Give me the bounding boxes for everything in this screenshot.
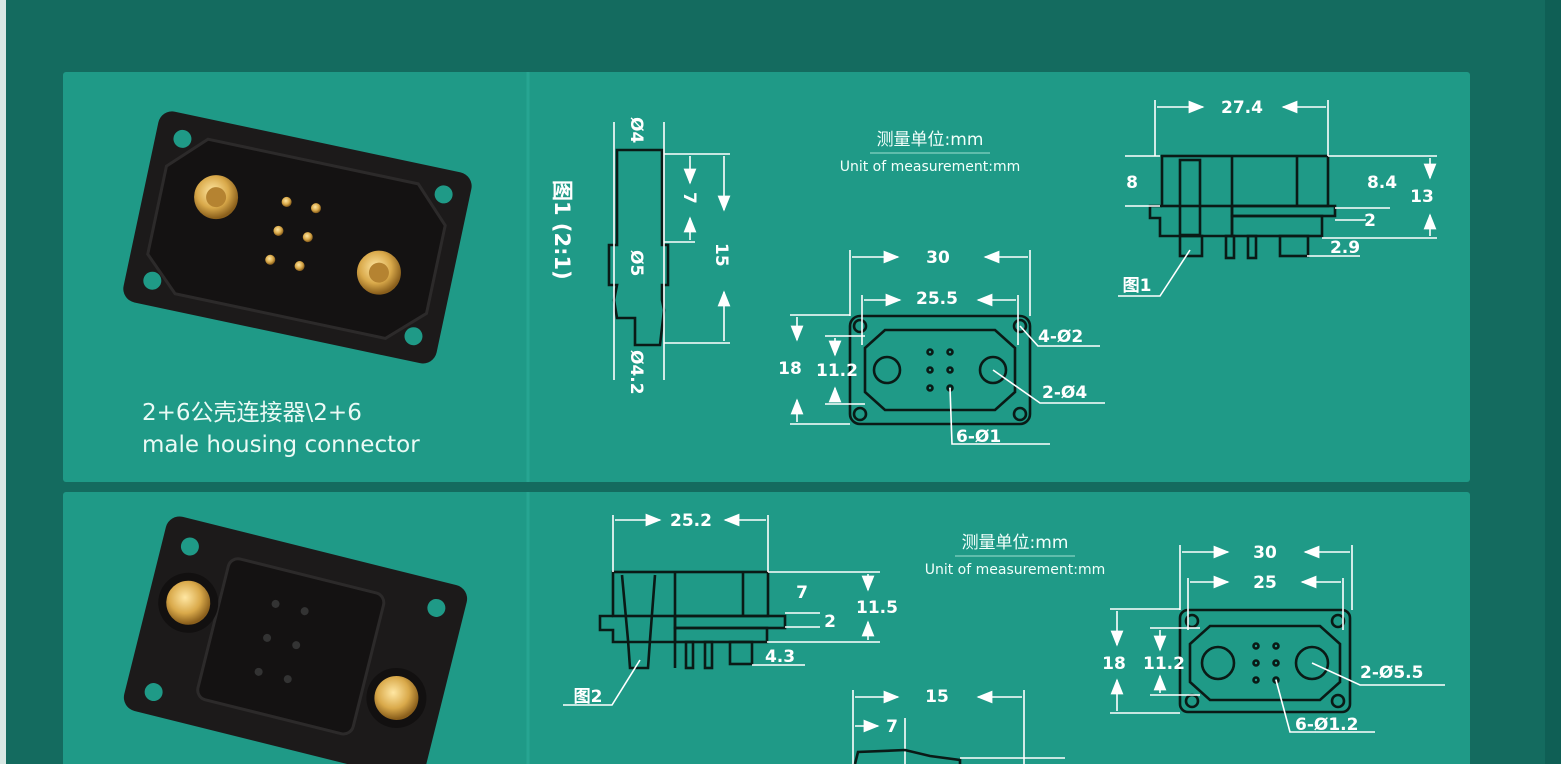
dim-d-top: Ø4 bbox=[626, 117, 646, 143]
dim-len-total: 15 bbox=[925, 687, 949, 707]
dim-width: 25.2 bbox=[670, 511, 712, 531]
dim-width-outer: 30 bbox=[926, 248, 950, 268]
figure-callout: 图1 bbox=[1123, 276, 1152, 296]
connector-photo-female bbox=[123, 516, 468, 764]
dim-upper: 7 bbox=[796, 583, 808, 603]
dim-height-inner: 11.2 bbox=[816, 361, 858, 381]
unit-en: Unit of measurement:mm bbox=[925, 562, 1106, 578]
unit-en: Unit of measurement:mm bbox=[840, 159, 1021, 175]
side-drawing-1: 27.4 8 8.4 13 2 2.9 图1 bbox=[1118, 98, 1437, 297]
figure-title: 图1 (2:1) bbox=[550, 180, 574, 280]
card-product-1: 2+6公壳连接器\2+6 male housing connector Ø4 7… bbox=[63, 72, 1470, 482]
dim-width-inner: 25.5 bbox=[916, 289, 958, 309]
dim-signal-holes: 6-Ø1.2 bbox=[1295, 715, 1358, 735]
dim-len-total: 15 bbox=[711, 243, 731, 267]
dim-len-short: 7 bbox=[679, 192, 699, 204]
dim-width-inner: 25 bbox=[1253, 573, 1277, 593]
right-edge bbox=[1545, 0, 1561, 764]
dim-signal-holes: 6-Ø1 bbox=[956, 427, 1001, 447]
dim-height-inner: 11.2 bbox=[1143, 654, 1185, 674]
dim-left-height: 8 bbox=[1126, 173, 1138, 193]
dim-pin-len: 2.9 bbox=[1330, 238, 1360, 258]
dim-total: 11.5 bbox=[856, 598, 898, 618]
front-drawing-2: 30 25 18 11.2 2-Ø5.5 6-Ø1.2 bbox=[1102, 543, 1445, 735]
dim-len-short: 7 bbox=[886, 717, 898, 737]
dim-mount-holes: 4-Ø2 bbox=[1038, 327, 1083, 347]
dim-flange: 2 bbox=[1364, 211, 1376, 231]
dim-total-height: 13 bbox=[1410, 187, 1434, 207]
card-product-2: 25.2 7 11.5 2 4.3 图2 测量单位:mm Unit of mea… bbox=[63, 492, 1470, 764]
unit-cn: 测量单位:mm bbox=[877, 130, 984, 150]
dim-width-outer: 30 bbox=[1253, 543, 1277, 563]
pin-drawing-2: 15 7 bbox=[852, 687, 1065, 764]
dim-right-height: 8.4 bbox=[1367, 173, 1397, 193]
left-edge bbox=[0, 0, 6, 764]
dim-width: 27.4 bbox=[1221, 98, 1263, 118]
side-drawing-2: 25.2 7 11.5 2 4.3 图2 bbox=[563, 511, 898, 707]
dim-height-outer: 18 bbox=[1102, 654, 1126, 674]
figure-callout: 图2 bbox=[574, 687, 603, 707]
pin-drawing-1: Ø4 7 15 Ø5 Ø4.2 图1 (2:1) bbox=[550, 117, 731, 395]
dim-pin-len: 4.3 bbox=[765, 647, 795, 667]
front-drawing-1: 30 25.5 18 11.2 4-Ø2 2-Ø4 6-Ø1 bbox=[778, 248, 1105, 447]
dim-d-bottom: Ø4.2 bbox=[626, 350, 646, 395]
dim-power-holes: 2-Ø5.5 bbox=[1360, 663, 1423, 683]
dim-power-holes: 2-Ø4 bbox=[1042, 383, 1087, 403]
unit-cn: 测量单位:mm bbox=[962, 533, 1069, 553]
product-caption-cn: 2+6公壳连接器\2+6 bbox=[142, 400, 362, 426]
product-caption-en: male housing connector bbox=[142, 432, 420, 458]
dim-d-mid: Ø5 bbox=[626, 250, 646, 276]
connector-photo-male bbox=[123, 111, 472, 364]
dim-height-outer: 18 bbox=[778, 359, 802, 379]
dim-flange: 2 bbox=[824, 612, 836, 632]
